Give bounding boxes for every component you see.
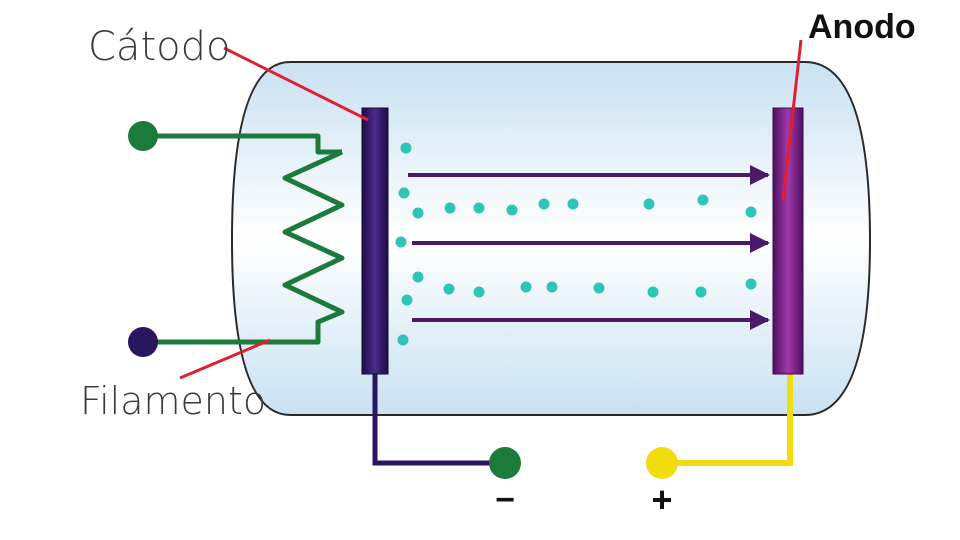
electron xyxy=(444,202,456,214)
filament-coil xyxy=(145,133,345,345)
electron xyxy=(520,281,532,293)
electron xyxy=(647,286,659,298)
electron xyxy=(745,206,757,218)
negative-sign: − xyxy=(495,481,515,519)
filament-pointer xyxy=(179,338,271,380)
electron xyxy=(443,283,455,295)
filament-label: Filamento xyxy=(80,379,266,423)
electron xyxy=(395,236,407,248)
filament-terminal-top xyxy=(128,121,158,151)
electrons xyxy=(395,142,757,346)
negative-terminal xyxy=(489,447,521,479)
cathode-wire xyxy=(372,372,505,466)
electron xyxy=(643,198,655,210)
positive-terminal xyxy=(646,447,678,479)
electron xyxy=(400,142,412,154)
positive-sign: + xyxy=(651,479,672,520)
electron xyxy=(538,198,550,210)
electron xyxy=(695,286,707,298)
electron xyxy=(397,334,409,346)
filament-terminal-bottom xyxy=(128,327,158,357)
electron xyxy=(412,207,424,219)
cathode-plate xyxy=(361,107,389,375)
electron xyxy=(593,282,605,294)
anode-wire xyxy=(662,372,793,466)
electron xyxy=(567,198,579,210)
electron xyxy=(546,281,558,293)
electron xyxy=(412,271,424,283)
electron xyxy=(697,194,709,206)
cathode-pointer xyxy=(223,46,369,122)
electron xyxy=(745,278,757,290)
cathode-label: Cátodo xyxy=(88,24,230,70)
electron xyxy=(473,202,485,214)
glass-tube xyxy=(230,61,872,416)
electron xyxy=(401,294,413,306)
anode-pointer xyxy=(781,39,803,201)
electron xyxy=(506,204,518,216)
anode-label: Anodo xyxy=(808,8,916,46)
electron xyxy=(398,187,410,199)
electron xyxy=(473,286,485,298)
